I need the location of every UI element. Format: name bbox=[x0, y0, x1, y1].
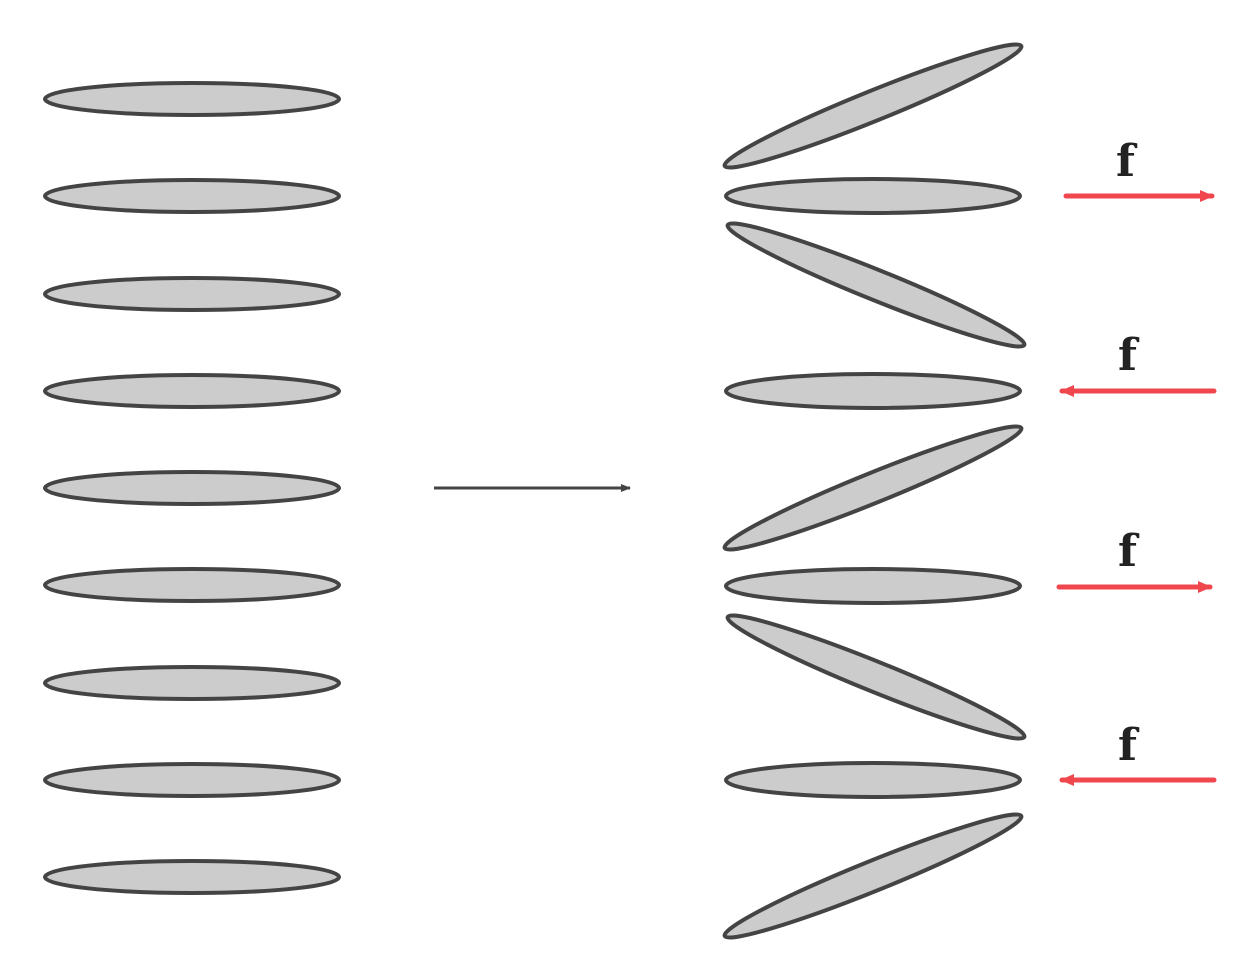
left-layer bbox=[43, 762, 341, 798]
right-layer-flat bbox=[724, 761, 1022, 799]
left-layer bbox=[43, 276, 341, 312]
right-layer-tilted-down bbox=[725, 613, 1027, 741]
right-layer-tilted-up bbox=[722, 42, 1024, 170]
force-group-1: f bbox=[1063, 136, 1215, 202]
right-layer-tilted-up bbox=[722, 424, 1024, 552]
right-layer-flat bbox=[724, 177, 1022, 215]
force-label: f bbox=[1116, 136, 1138, 187]
left-layer bbox=[43, 567, 341, 603]
force-label: f bbox=[1118, 330, 1140, 381]
left-layer bbox=[43, 859, 341, 895]
right-layer-tilted-down bbox=[725, 221, 1027, 349]
force-group-2: f bbox=[1059, 330, 1217, 397]
right-layer-flat bbox=[724, 372, 1022, 410]
force-label: f bbox=[1118, 526, 1140, 577]
force-label: f bbox=[1118, 720, 1140, 771]
left-layer-stack bbox=[43, 81, 341, 895]
left-layer bbox=[43, 373, 341, 409]
force-group-3: f bbox=[1056, 526, 1213, 593]
left-layer bbox=[43, 81, 341, 117]
force-group-4: f bbox=[1059, 720, 1217, 786]
right-layer-stack bbox=[722, 42, 1027, 940]
left-layer bbox=[43, 178, 341, 214]
right-layer-flat bbox=[724, 567, 1022, 605]
right-layer-tilted-up bbox=[722, 812, 1024, 940]
left-layer bbox=[43, 665, 341, 701]
left-layer bbox=[43, 470, 341, 506]
